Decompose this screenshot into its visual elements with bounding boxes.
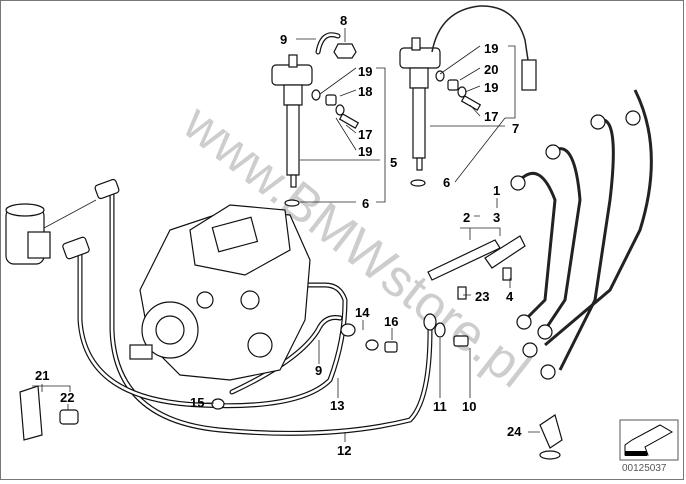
fuel-line-13[interactable] — [77, 252, 348, 409]
fuel-filter-canister — [5, 199, 97, 265]
injector-7 — [399, 5, 537, 187]
fuel-line-12[interactable] — [109, 192, 433, 436]
nut-8 — [333, 43, 357, 59]
hose-9-upper — [315, 32, 341, 55]
injector-hardware — [311, 70, 482, 129]
brackets-2-3 — [427, 235, 526, 281]
callout-11[interactable]: 11 — [433, 399, 447, 414]
pipe-connector-lower — [62, 236, 90, 260]
callout-20[interactable]: 20 — [484, 62, 498, 77]
callout-2[interactable]: 2 — [463, 210, 470, 225]
callout-16[interactable]: 16 — [384, 314, 398, 329]
callout-22[interactable]: 22 — [60, 390, 74, 405]
callout-9[interactable]: 9 — [315, 363, 322, 378]
injection-lines — [510, 89, 653, 380]
callout-14[interactable]: 14 — [355, 305, 370, 320]
callout-5[interactable]: 5 — [390, 155, 397, 170]
hose-9-lower[interactable] — [229, 315, 343, 395]
callout-4[interactable]: 4 — [506, 289, 514, 304]
callout-10[interactable]: 10 — [462, 399, 476, 414]
callout-19[interactable]: 19 — [358, 64, 372, 79]
small-parts — [19, 267, 563, 460]
callout-8[interactable]: 8 — [340, 13, 347, 28]
callout-7[interactable]: 7 — [512, 121, 519, 136]
callout-23[interactable]: 23 — [475, 289, 489, 304]
callout-19[interactable]: 19 — [484, 80, 498, 95]
callout-17[interactable]: 17 — [484, 109, 498, 124]
callout-13[interactable]: 13 — [330, 398, 344, 413]
callout-15[interactable]: 15 — [190, 395, 204, 410]
callout-24[interactable]: 24 — [507, 424, 522, 439]
callout-9[interactable]: 9 — [280, 32, 287, 47]
callout-6[interactable]: 6 — [362, 196, 369, 211]
injection-pump — [129, 204, 311, 381]
injector-5 — [271, 54, 313, 207]
callout-21[interactable]: 21 — [35, 368, 49, 383]
callout-19[interactable]: 19 — [358, 144, 372, 159]
callout-18[interactable]: 18 — [358, 84, 372, 99]
callout-12[interactable]: 12 — [337, 443, 351, 458]
direction-symbol — [619, 419, 679, 461]
leader-lines — [32, 28, 540, 442]
callouts: 9 8 19 18 17 19 5 6 19 20 19 17 7 6 1 2 … — [35, 13, 522, 458]
callout-1[interactable]: 1 — [493, 183, 500, 198]
callout-17[interactable]: 17 — [358, 127, 372, 142]
document-number: 00125037 — [622, 463, 667, 474]
callout-19[interactable]: 19 — [484, 41, 498, 56]
callout-6[interactable]: 6 — [443, 175, 450, 190]
callout-3[interactable]: 3 — [493, 210, 500, 225]
pipe-connector-upper — [94, 178, 120, 200]
